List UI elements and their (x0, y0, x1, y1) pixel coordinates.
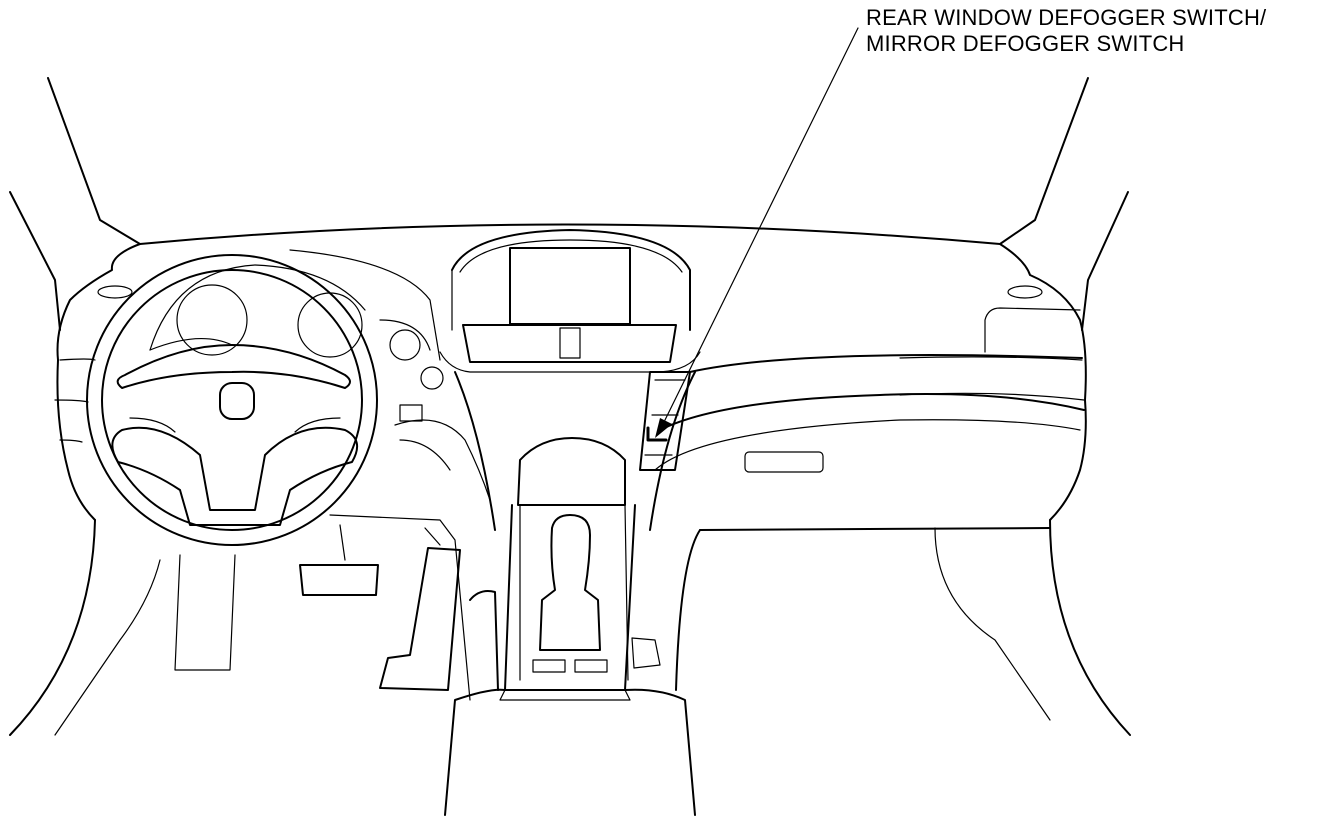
defogger-switch-callout: REAR WINDOW DEFOGGER SWITCH/ MIRROR DEFO… (866, 5, 1266, 57)
front-seats (444, 688, 696, 816)
steering-wheel (86, 254, 378, 546)
driver-lower (9, 514, 499, 736)
defogger-switch-marker (646, 426, 668, 442)
passenger-dash (654, 354, 1131, 736)
instrument-cluster (149, 249, 491, 501)
callout-line-1: REAR WINDOW DEFOGGER SWITCH/ (866, 5, 1267, 30)
callout-leader (655, 27, 859, 438)
left-a-pillar (9, 77, 141, 331)
dashboard-outline (54, 223, 1087, 521)
callout-line-2: MIRROR DEFOGGER SWITCH (866, 31, 1185, 56)
right-a-pillar (999, 77, 1129, 331)
center-console (454, 371, 696, 691)
switch-panel (639, 371, 691, 471)
center-display (439, 229, 701, 373)
